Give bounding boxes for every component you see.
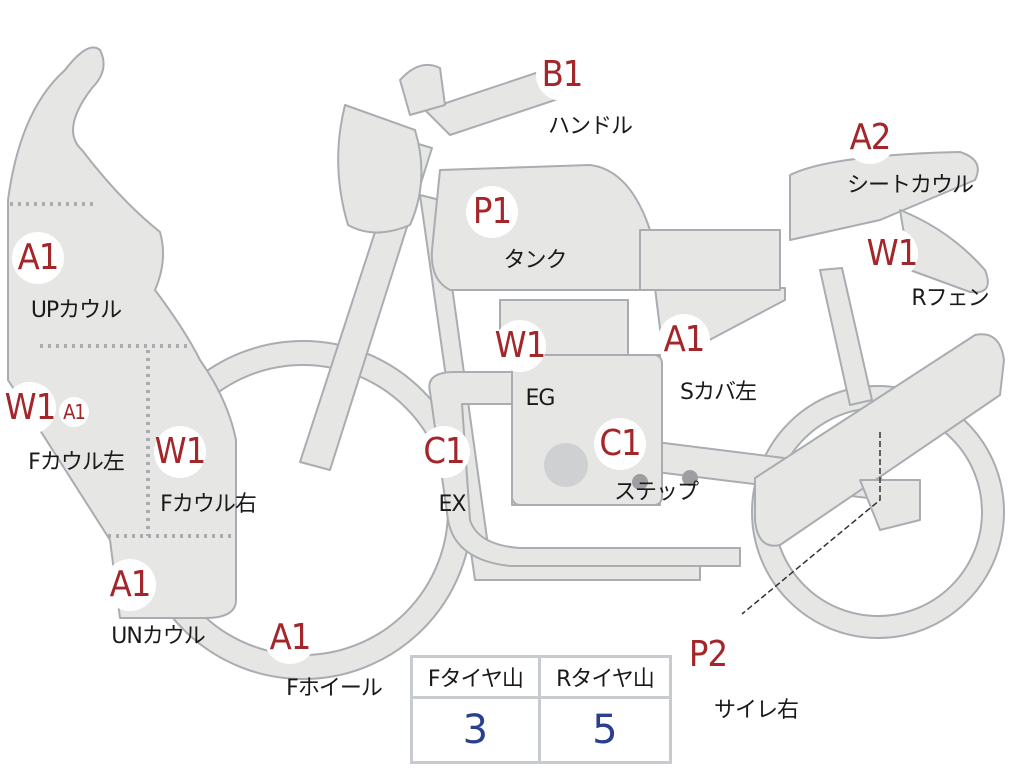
a1-un-name: UNカウル (111, 624, 206, 649)
tire-tread-table: Fタイヤ山 Rタイヤ山 3 5 (410, 655, 673, 764)
tire-table-header-row: Fタイヤ山 Rタイヤ山 (410, 655, 673, 699)
tail-cowl (789, 151, 979, 241)
a1-scover-code[interactable]: A1 (658, 314, 710, 366)
front-tire-value[interactable]: 3 (410, 696, 541, 764)
p1-name: タンク (503, 248, 567, 273)
b1-code[interactable]: B1 (536, 49, 588, 101)
w1-fcowl-left-name: Fカウル左 (28, 450, 125, 475)
rear-tire-header: Rタイヤ山 (537, 655, 673, 699)
p2-name: サイレ右 (713, 698, 799, 723)
w1-rfen-name: Rフェン (911, 286, 989, 311)
c1-ex-code[interactable]: C1 (418, 426, 470, 478)
w1-fcowl-right-name: Fカウル右 (160, 492, 257, 517)
w1-fcowl-right-code[interactable]: W1 (154, 426, 206, 478)
a1-up-code[interactable]: A1 (12, 232, 64, 284)
w1-rfen-code[interactable]: W1 (866, 228, 918, 280)
seat (639, 229, 781, 291)
p2-code[interactable]: P2 (682, 629, 734, 681)
a1-fwheel-code[interactable]: A1 (264, 612, 316, 664)
front-tire-header: Fタイヤ山 (410, 655, 541, 699)
w1-eg-code[interactable]: W1 (494, 320, 546, 372)
exhaust-pipe (428, 371, 741, 567)
a1-fcowl-left-code[interactable]: A1 (59, 397, 89, 427)
muffler (754, 333, 1005, 547)
a2-name: シートカウル (846, 173, 974, 198)
c1-ex-name: EX (438, 492, 467, 517)
p1-code[interactable]: P1 (466, 186, 518, 238)
tire-table-value-row: 3 5 (410, 696, 673, 764)
w1-fcowl-left-code[interactable]: W1 (4, 382, 56, 434)
a1-fwheel-name: Fホイール (286, 676, 383, 701)
c1-step-code[interactable]: C1 (594, 418, 646, 470)
rear-fender (899, 209, 989, 294)
upper-cowl (7, 46, 237, 619)
w1-eg-name: EG (525, 386, 556, 411)
c1-step-name: ステップ (613, 480, 699, 505)
mirror (399, 64, 446, 116)
b1-name: ハンドル (547, 114, 633, 139)
a2-code[interactable]: A2 (844, 112, 896, 164)
headlight (337, 104, 423, 234)
rear-shock (819, 267, 873, 406)
a1-up-name: UPカウル (30, 298, 122, 323)
rear-tire-value[interactable]: 5 (537, 696, 673, 764)
a1-scover-name: Sカバ左 (680, 380, 757, 405)
a1-un-code[interactable]: A1 (104, 559, 156, 611)
